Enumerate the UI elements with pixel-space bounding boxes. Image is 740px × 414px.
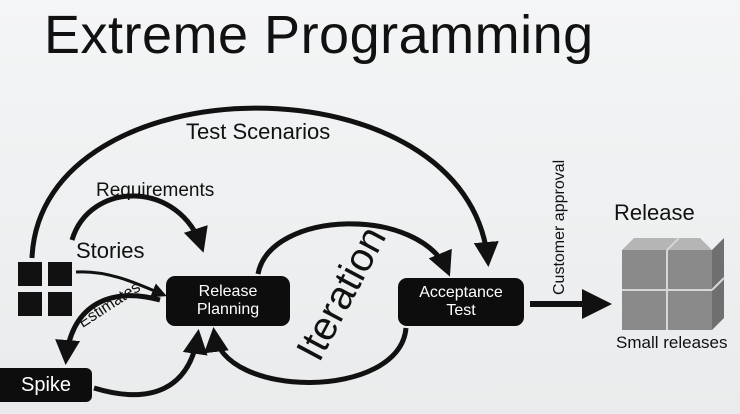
acceptance-test-node: Acceptance Test (398, 278, 524, 326)
release-planning-node: Release Planning (166, 276, 290, 326)
customer-approval-label: Customer approval (551, 159, 568, 295)
acceptance-test-line-1: Acceptance (419, 284, 503, 302)
spike-node: Spike (0, 368, 92, 402)
iteration-bottom-arrow (203, 327, 409, 385)
stories-label: Stories (76, 238, 145, 263)
small-releases-label: Small releases (616, 333, 728, 352)
acceptance-test-line-2: Test (446, 302, 476, 319)
release-label: Release (614, 200, 695, 225)
spike-return-arrow (93, 329, 208, 398)
test-scenarios-arrow (29, 105, 499, 267)
requirements-arrow (69, 193, 208, 253)
stories-arrow (75, 270, 167, 298)
test-scenarios-label: Test Scenarios (186, 119, 331, 144)
iteration-top-arrow (255, 221, 452, 277)
cube-icon (622, 237, 725, 330)
release-planning-line-1: Release (198, 283, 258, 301)
page-title: Extreme Programming (44, 5, 594, 65)
release-planning-line-2: Planning (196, 301, 260, 318)
requirements-label: Requirements (96, 180, 215, 201)
four-squares-icon (18, 262, 72, 316)
estimates-arrow (55, 293, 161, 365)
